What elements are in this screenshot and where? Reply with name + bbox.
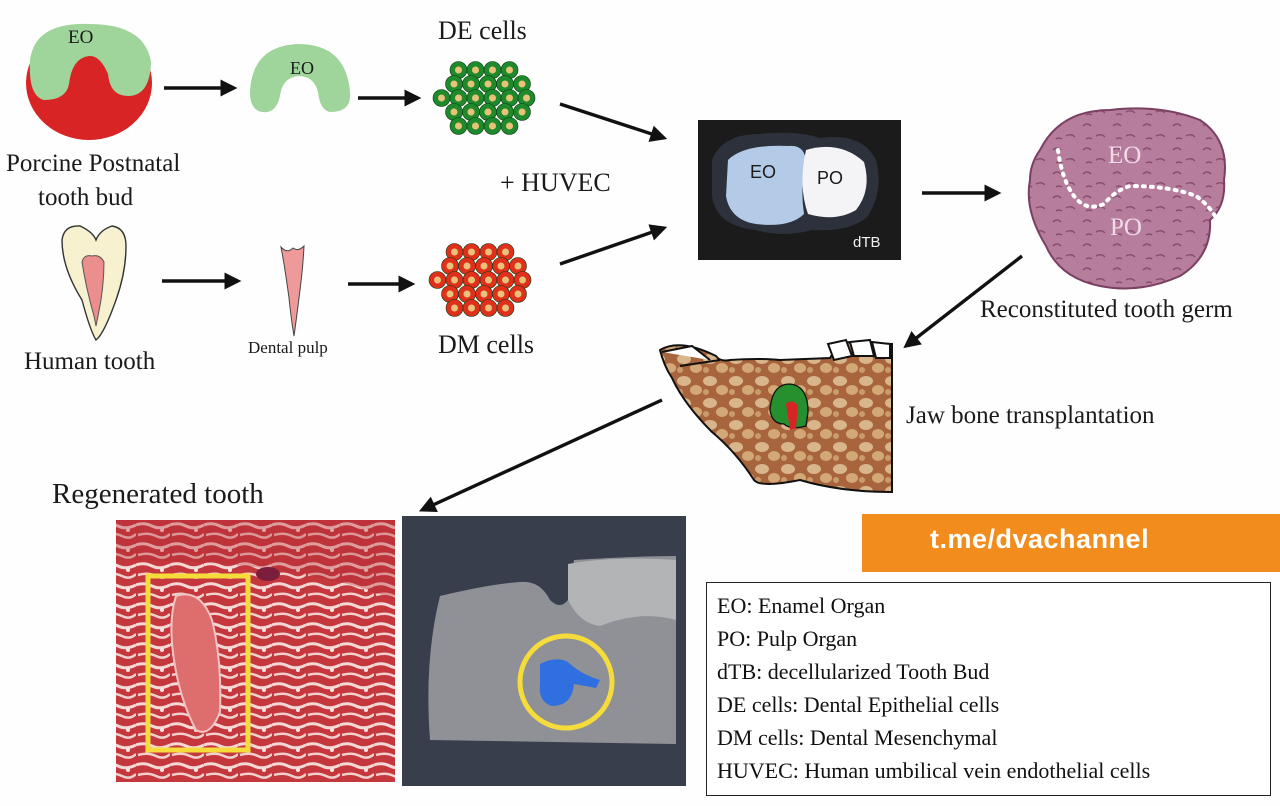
germ-po-label: PO bbox=[1110, 214, 1142, 241]
de-cell-nucleus bbox=[455, 122, 462, 130]
dental-pulp-illustration bbox=[280, 244, 305, 337]
de-cell-nucleus bbox=[518, 108, 526, 116]
legend-row-huvec: HUVEC: Human umbilical vein endothelial … bbox=[717, 758, 1151, 783]
de-cell-nucleus bbox=[523, 94, 530, 102]
legend-row-de: DE cells: Dental Epithelial cells bbox=[717, 692, 1000, 717]
porcine-bud-label-line1: Porcine Postnatal bbox=[6, 150, 181, 177]
dm-cell-nucleus bbox=[502, 276, 509, 284]
de-cell-nucleus bbox=[506, 94, 513, 102]
jaw-transplant-label: Jaw bone transplantation bbox=[906, 402, 1155, 429]
dm-cell-nucleus bbox=[485, 276, 492, 284]
jaw-bone-illustration bbox=[658, 338, 893, 494]
histology-photo bbox=[116, 520, 395, 782]
dm-cell-nucleus bbox=[480, 262, 488, 270]
de-cell-nucleus bbox=[455, 94, 462, 102]
de-cell-nucleus bbox=[489, 94, 496, 102]
dm-cell-nucleus bbox=[497, 262, 505, 270]
de-cell-nucleus bbox=[506, 122, 513, 130]
porcine-tooth-bud-illustration bbox=[26, 23, 152, 140]
dm-cell-nucleus bbox=[502, 304, 509, 312]
human-tooth-label: Human tooth bbox=[24, 348, 156, 375]
de-cell-nucleus bbox=[467, 80, 475, 88]
watermark-banner bbox=[862, 514, 1280, 572]
de-cell-nucleus bbox=[472, 66, 479, 74]
de-cell-nucleus bbox=[438, 94, 445, 102]
de-cells-cluster bbox=[432, 61, 536, 135]
de-cell-nucleus bbox=[501, 108, 509, 116]
de-cell-nucleus bbox=[484, 108, 492, 116]
dm-cell-nucleus bbox=[514, 290, 522, 298]
arrow-jaw-to-regenerated bbox=[418, 398, 663, 513]
legend-row-po: PO: Pulp Organ bbox=[717, 626, 858, 651]
dm-cell-nucleus bbox=[451, 248, 458, 256]
de-cell-nucleus bbox=[489, 122, 496, 130]
banner-link-text[interactable]: t.me/dvachannel bbox=[930, 524, 1150, 554]
porcine-bud-label-line2: tooth bud bbox=[38, 184, 134, 211]
dtb-label: dTB bbox=[853, 234, 881, 251]
de-cell-nucleus bbox=[489, 66, 496, 74]
legend-box: EO: Enamel Organ PO: Pulp Organ dTB: dec… bbox=[706, 582, 1271, 796]
dm-cell-nucleus bbox=[519, 276, 526, 284]
dm-cells-label: DM cells bbox=[438, 330, 535, 359]
eo-bud-label: EO bbox=[68, 27, 94, 48]
dm-cell-nucleus bbox=[451, 304, 458, 312]
enamel-organ-illustration bbox=[250, 44, 351, 113]
ct-scan-photo bbox=[402, 516, 686, 786]
de-cell-nucleus bbox=[455, 66, 462, 74]
dm-cell-nucleus bbox=[485, 304, 492, 312]
legend-row-dm: DM cells: Dental Mesenchymal bbox=[717, 725, 998, 750]
dm-cell-nucleus bbox=[468, 304, 475, 312]
human-tooth-illustration bbox=[61, 225, 127, 342]
dm-cell-nucleus bbox=[514, 262, 522, 270]
de-cell-nucleus bbox=[506, 66, 513, 74]
arrow-de-to-dtb bbox=[559, 102, 668, 142]
arrow-dm-to-dtb bbox=[559, 224, 668, 266]
dm-cell-nucleus bbox=[468, 276, 475, 284]
de-cell-nucleus bbox=[501, 80, 509, 88]
reconstituted-label: Reconstituted tooth germ bbox=[980, 296, 1233, 323]
de-cell-nucleus bbox=[484, 80, 492, 88]
dm-cell-nucleus bbox=[497, 290, 505, 298]
reconstituted-tooth-germ-photo bbox=[1027, 107, 1226, 290]
dental-pulp-label: Dental pulp bbox=[248, 338, 328, 357]
de-cell-nucleus bbox=[467, 108, 475, 116]
de-cell-nucleus bbox=[450, 80, 458, 88]
dtb-po-label: PO bbox=[817, 168, 844, 188]
regenerated-tooth-label: Regenerated tooth bbox=[52, 478, 264, 510]
dtb-photo bbox=[698, 120, 901, 260]
de-cells-label: DE cells bbox=[438, 16, 527, 45]
dm-cell-nucleus bbox=[451, 276, 458, 284]
dm-cell-nucleus bbox=[463, 290, 471, 298]
dm-cell-nucleus bbox=[468, 248, 475, 256]
dm-cell-nucleus bbox=[502, 248, 509, 256]
dm-cell-nucleus bbox=[446, 262, 454, 270]
dm-cell-nucleus bbox=[463, 262, 471, 270]
germ-eo-label: EO bbox=[1108, 142, 1142, 169]
arrow-germ-to-jaw bbox=[903, 254, 1024, 349]
dm-cell-nucleus bbox=[446, 290, 454, 298]
dtb-eo-label: EO bbox=[750, 162, 777, 182]
flow-arrows bbox=[162, 79, 1024, 513]
dm-cell-nucleus bbox=[434, 276, 441, 284]
de-cell-nucleus bbox=[518, 80, 526, 88]
dm-cells-cluster bbox=[428, 243, 532, 317]
eo-cap-label: EO bbox=[290, 58, 314, 78]
de-cell-nucleus bbox=[450, 108, 458, 116]
dm-cell-nucleus bbox=[480, 290, 488, 298]
huvec-label: + HUVEC bbox=[500, 168, 611, 197]
legend-row-dtb: dTB: decellularized Tooth Bud bbox=[717, 659, 990, 684]
dm-cell-nucleus bbox=[485, 248, 492, 256]
de-cell-nucleus bbox=[472, 94, 479, 102]
de-cell-nucleus bbox=[472, 122, 479, 130]
legend-row-eo: EO: Enamel Organ bbox=[717, 593, 886, 618]
